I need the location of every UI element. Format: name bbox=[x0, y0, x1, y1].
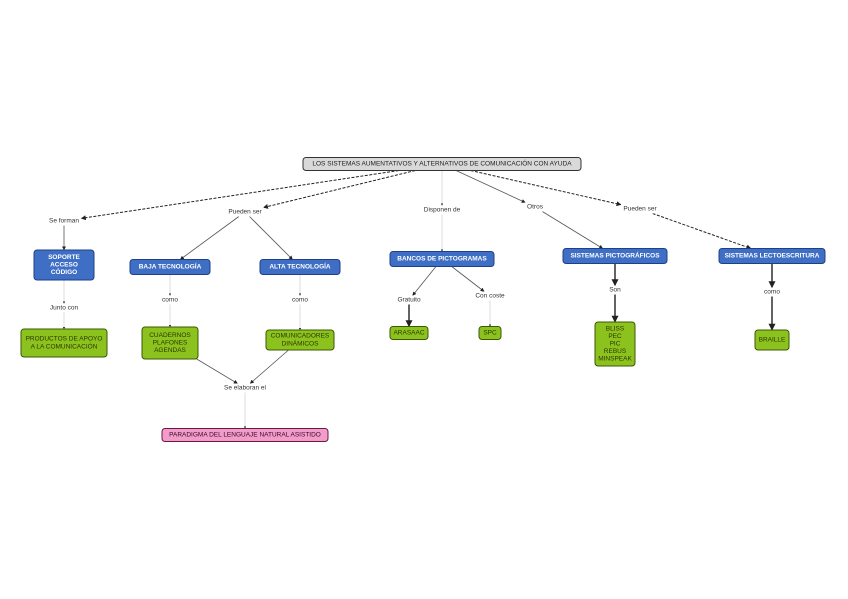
nodes-layer: LOS SISTEMAS AUMENTATIVOS Y ALTERNATIVOS… bbox=[20, 157, 826, 442]
node-text-line: PRODUCTOS DE APOYO bbox=[26, 336, 103, 343]
node-text-line: MINSPEAK bbox=[598, 356, 632, 363]
link-label-como-baja[interactable]: como bbox=[162, 297, 178, 304]
node-box bbox=[129, 259, 211, 275]
link-label-gratuito[interactable]: Gratuito bbox=[397, 297, 421, 304]
link-label-bg bbox=[621, 204, 659, 214]
node-lecto[interactable]: SISTEMAS LECTOESCRITURA bbox=[718, 248, 826, 264]
node-box bbox=[259, 259, 341, 275]
node-text-line: COMUNICADORES bbox=[271, 333, 330, 340]
connection-bancos-to-con_coste bbox=[451, 266, 485, 292]
link-label-otros[interactable]: Otros bbox=[527, 204, 544, 211]
link-label-con-coste[interactable]: Con coste bbox=[475, 293, 505, 300]
link-label-bg bbox=[472, 291, 508, 301]
connection-pueden_ser_1-to-baja bbox=[179, 216, 240, 260]
node-text-line: SPC bbox=[483, 330, 497, 337]
node-text-line: SISTEMAS LECTOESCRITURA bbox=[725, 253, 820, 260]
connection-pueden_ser_1-to-alta bbox=[249, 216, 293, 260]
node-paradigma[interactable]: PARADIGMA DEL LENGUAJE NATURAL ASISTIDO bbox=[161, 428, 329, 442]
node-box bbox=[265, 329, 335, 351]
link-label-bg bbox=[46, 303, 82, 313]
link-label-bg bbox=[524, 202, 546, 212]
node-text-line: BANCOS DE PICTOGRAMAS bbox=[397, 256, 487, 263]
link-label-se-forman[interactable]: Se forman bbox=[49, 218, 79, 225]
node-alta[interactable]: ALTA TECNOLOGÍA bbox=[259, 259, 341, 275]
node-box bbox=[389, 251, 495, 267]
node-text-line: ACCESO bbox=[50, 262, 78, 269]
link-label-se-elaboran[interactable]: Se elaboran el bbox=[224, 385, 266, 392]
connection-otros-to-pictograficos bbox=[542, 211, 604, 249]
node-text-line: LOS SISTEMAS AUMENTATIVOS Y ALTERNATIVOS… bbox=[312, 159, 572, 168]
node-text-line: AGENDAS bbox=[154, 347, 186, 354]
node-box bbox=[718, 248, 826, 264]
node-text-line: CUADERNOS bbox=[149, 332, 191, 339]
link-label-como-alta[interactable]: como bbox=[292, 297, 308, 304]
connection-comunicadores-to-se_elaboran bbox=[249, 349, 289, 384]
node-root[interactable]: LOS SISTEMAS AUMENTATIVOS Y ALTERNATIVOS… bbox=[302, 157, 582, 171]
node-baja[interactable]: BAJA TECNOLOGÍA bbox=[129, 259, 211, 275]
link-label-bg bbox=[161, 295, 179, 305]
node-text-line: ALTA TECNOLOGÍA bbox=[269, 262, 331, 271]
connection-root-to-pueden_ser_1 bbox=[262, 170, 416, 209]
node-text-line: BRAILLE bbox=[759, 337, 786, 344]
connection-pueden_ser_2-to-lecto bbox=[652, 213, 752, 250]
node-text-line: CÓDIGO bbox=[51, 267, 77, 276]
node-box bbox=[754, 329, 790, 351]
link-label-bg bbox=[393, 295, 425, 305]
link-label-junto-con[interactable]: Junto con bbox=[50, 305, 79, 312]
node-text-line: BLISS bbox=[606, 325, 625, 332]
link-label-bg bbox=[219, 383, 271, 393]
link-label-pueden-ser-1[interactable]: Pueden ser bbox=[228, 209, 262, 216]
link-label-pueden-ser-2[interactable]: Pueden ser bbox=[623, 206, 657, 213]
connection-cuadernos-to-se_elaboran bbox=[196, 358, 238, 384]
connection-root-to-otros bbox=[455, 170, 526, 203]
node-box bbox=[562, 248, 668, 264]
node-box bbox=[478, 326, 502, 340]
node-text-line: PARADIGMA DEL LENGUAJE NATURAL ASISTIDO bbox=[169, 432, 321, 439]
node-bancos[interactable]: BANCOS DE PICTOGRAMAS bbox=[389, 251, 495, 267]
connections-layer bbox=[62, 170, 776, 429]
node-box bbox=[302, 157, 582, 171]
connection-root-to-pueden_ser_2 bbox=[470, 170, 622, 207]
link-label-bg bbox=[421, 205, 463, 215]
node-box bbox=[389, 326, 429, 340]
node-box bbox=[594, 321, 636, 367]
link-label-bg bbox=[607, 285, 623, 295]
node-text-line: DINÁMICOS bbox=[282, 338, 320, 347]
node-text-line: SOPORTE bbox=[48, 254, 80, 261]
node-text-line: PLAFONES bbox=[153, 340, 188, 347]
node-pictograficos[interactable]: SISTEMAS PICTOGRÁFICOS bbox=[562, 248, 668, 264]
link-label-como-lecto[interactable]: como bbox=[764, 289, 780, 296]
node-text-line: REBUS bbox=[604, 348, 627, 355]
node-text-line: PIC bbox=[610, 341, 621, 348]
node-text-line: A LA COMUNICACIÓN bbox=[31, 341, 98, 350]
link-label-disponen-de[interactable]: Disponen de bbox=[424, 207, 461, 214]
connection-root-to-se_forman bbox=[80, 170, 399, 221]
link-label-bg bbox=[763, 287, 781, 297]
node-box bbox=[33, 249, 95, 281]
link-label-bg bbox=[291, 295, 309, 305]
link-label-bg bbox=[46, 216, 82, 226]
node-arasaac[interactable]: ARASAAC bbox=[389, 326, 429, 340]
connection-bancos-to-gratuito bbox=[412, 266, 437, 296]
node-text-line: ARASAAC bbox=[393, 330, 424, 337]
node-box bbox=[20, 328, 108, 358]
link-label-son[interactable]: Son bbox=[609, 287, 621, 294]
node-text-line: SISTEMAS PICTOGRÁFICOS bbox=[570, 251, 660, 260]
node-box bbox=[161, 428, 329, 442]
node-text-line: BAJA TECNOLOGÍA bbox=[139, 262, 202, 271]
node-text-line: PEC bbox=[608, 333, 622, 340]
node-spc[interactable]: SPC bbox=[478, 326, 502, 340]
link-label-bg bbox=[226, 207, 264, 217]
node-braille[interactable]: BRAILLE bbox=[754, 329, 790, 351]
node-box bbox=[141, 326, 199, 360]
